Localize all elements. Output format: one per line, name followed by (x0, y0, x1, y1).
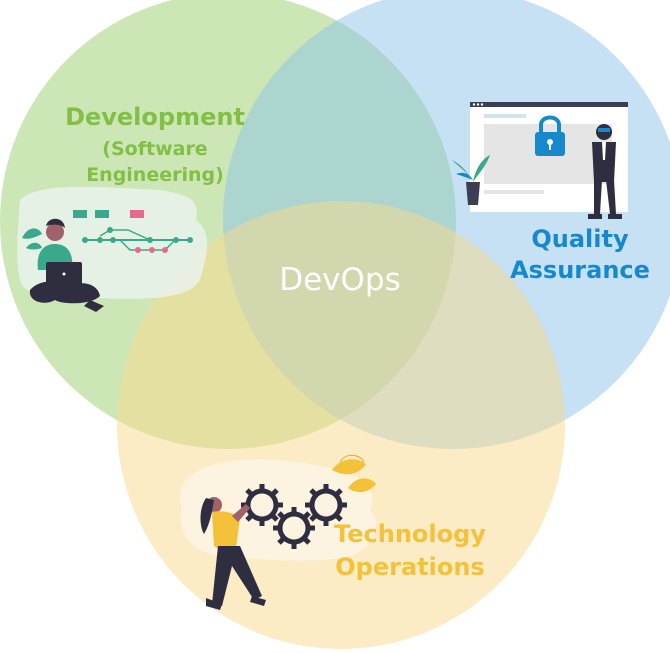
devops-center-label: DevOps (279, 262, 401, 298)
security-lock-illustration (452, 102, 628, 219)
gears-illustration (179, 454, 377, 610)
quality-label-line2: Assurance (510, 256, 650, 284)
developer-laptop-illustration (17, 186, 208, 312)
development-label: Development (65, 103, 245, 131)
operations-label-line2: Operations (335, 553, 485, 581)
development-subtitle-line1: (Software (102, 138, 208, 160)
quality-label-line1: Quality (531, 225, 629, 253)
development-subtitle-line2: Engineering) (86, 164, 224, 186)
operations-label-line1: Technology (334, 520, 486, 548)
